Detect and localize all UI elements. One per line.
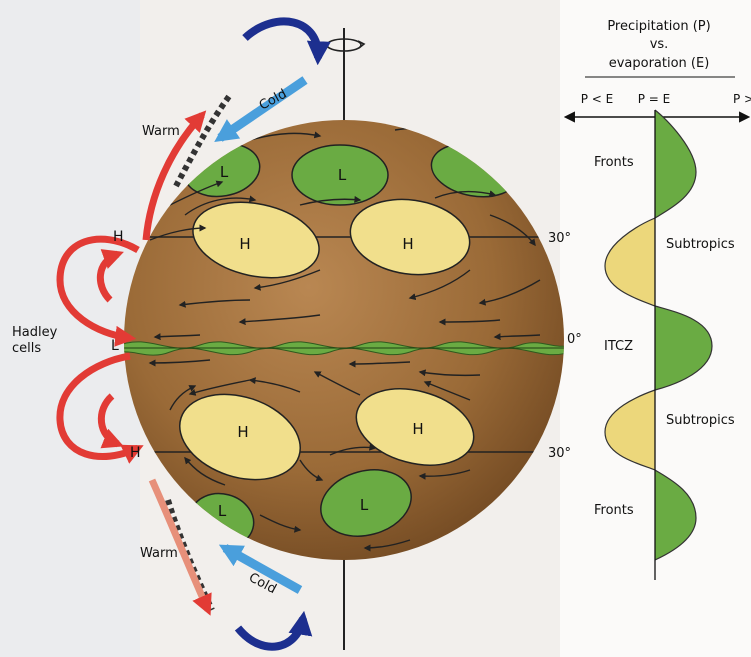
latitude-0-label: 0°: [567, 332, 582, 347]
cell-label-south-low-2: L: [360, 496, 369, 514]
zone-label-fronts-north: Fronts: [594, 155, 634, 170]
cell-label-north-low-1: L: [220, 163, 229, 181]
latitude-30s-label: 30°: [548, 446, 571, 461]
axis-label-p-equal-e: P = E: [638, 92, 671, 106]
latitude-30n-label: 30°: [548, 231, 571, 246]
warm-label-bottom: Warm: [140, 546, 178, 561]
zone-label-subtropics-south: Subtropics: [666, 413, 735, 428]
cell-label-south-low-1: L: [218, 502, 227, 520]
zone-label-itcz: ITCZ: [604, 339, 633, 354]
cell-label-south-high-1: H: [237, 423, 248, 441]
hadley-label-line2: cells: [12, 341, 41, 356]
cell-label-north-high-1: H: [239, 235, 250, 253]
cell-label-south-high-2: H: [412, 420, 423, 438]
profile-title-line2: vs.: [650, 37, 669, 52]
h-label-north: H: [113, 229, 124, 245]
axis-label-p-less-e: P < E: [581, 92, 614, 106]
l-label-equator: L: [111, 338, 119, 354]
zone-label-subtropics-north: Subtropics: [666, 237, 735, 252]
profile-title-line1: Precipitation (P): [607, 19, 710, 34]
hadley-label-line1: Hadley: [12, 325, 58, 340]
cell-label-north-high-2: H: [402, 235, 413, 253]
warm-label-top: Warm: [142, 124, 180, 139]
cell-label-north-low-2: L: [338, 166, 347, 184]
zone-label-fronts-south: Fronts: [594, 503, 634, 518]
profile-title-line3: evaporation (E): [609, 56, 710, 71]
axis-label-p-greater-e: P > E: [733, 92, 751, 106]
h-label-south: H: [130, 445, 141, 461]
